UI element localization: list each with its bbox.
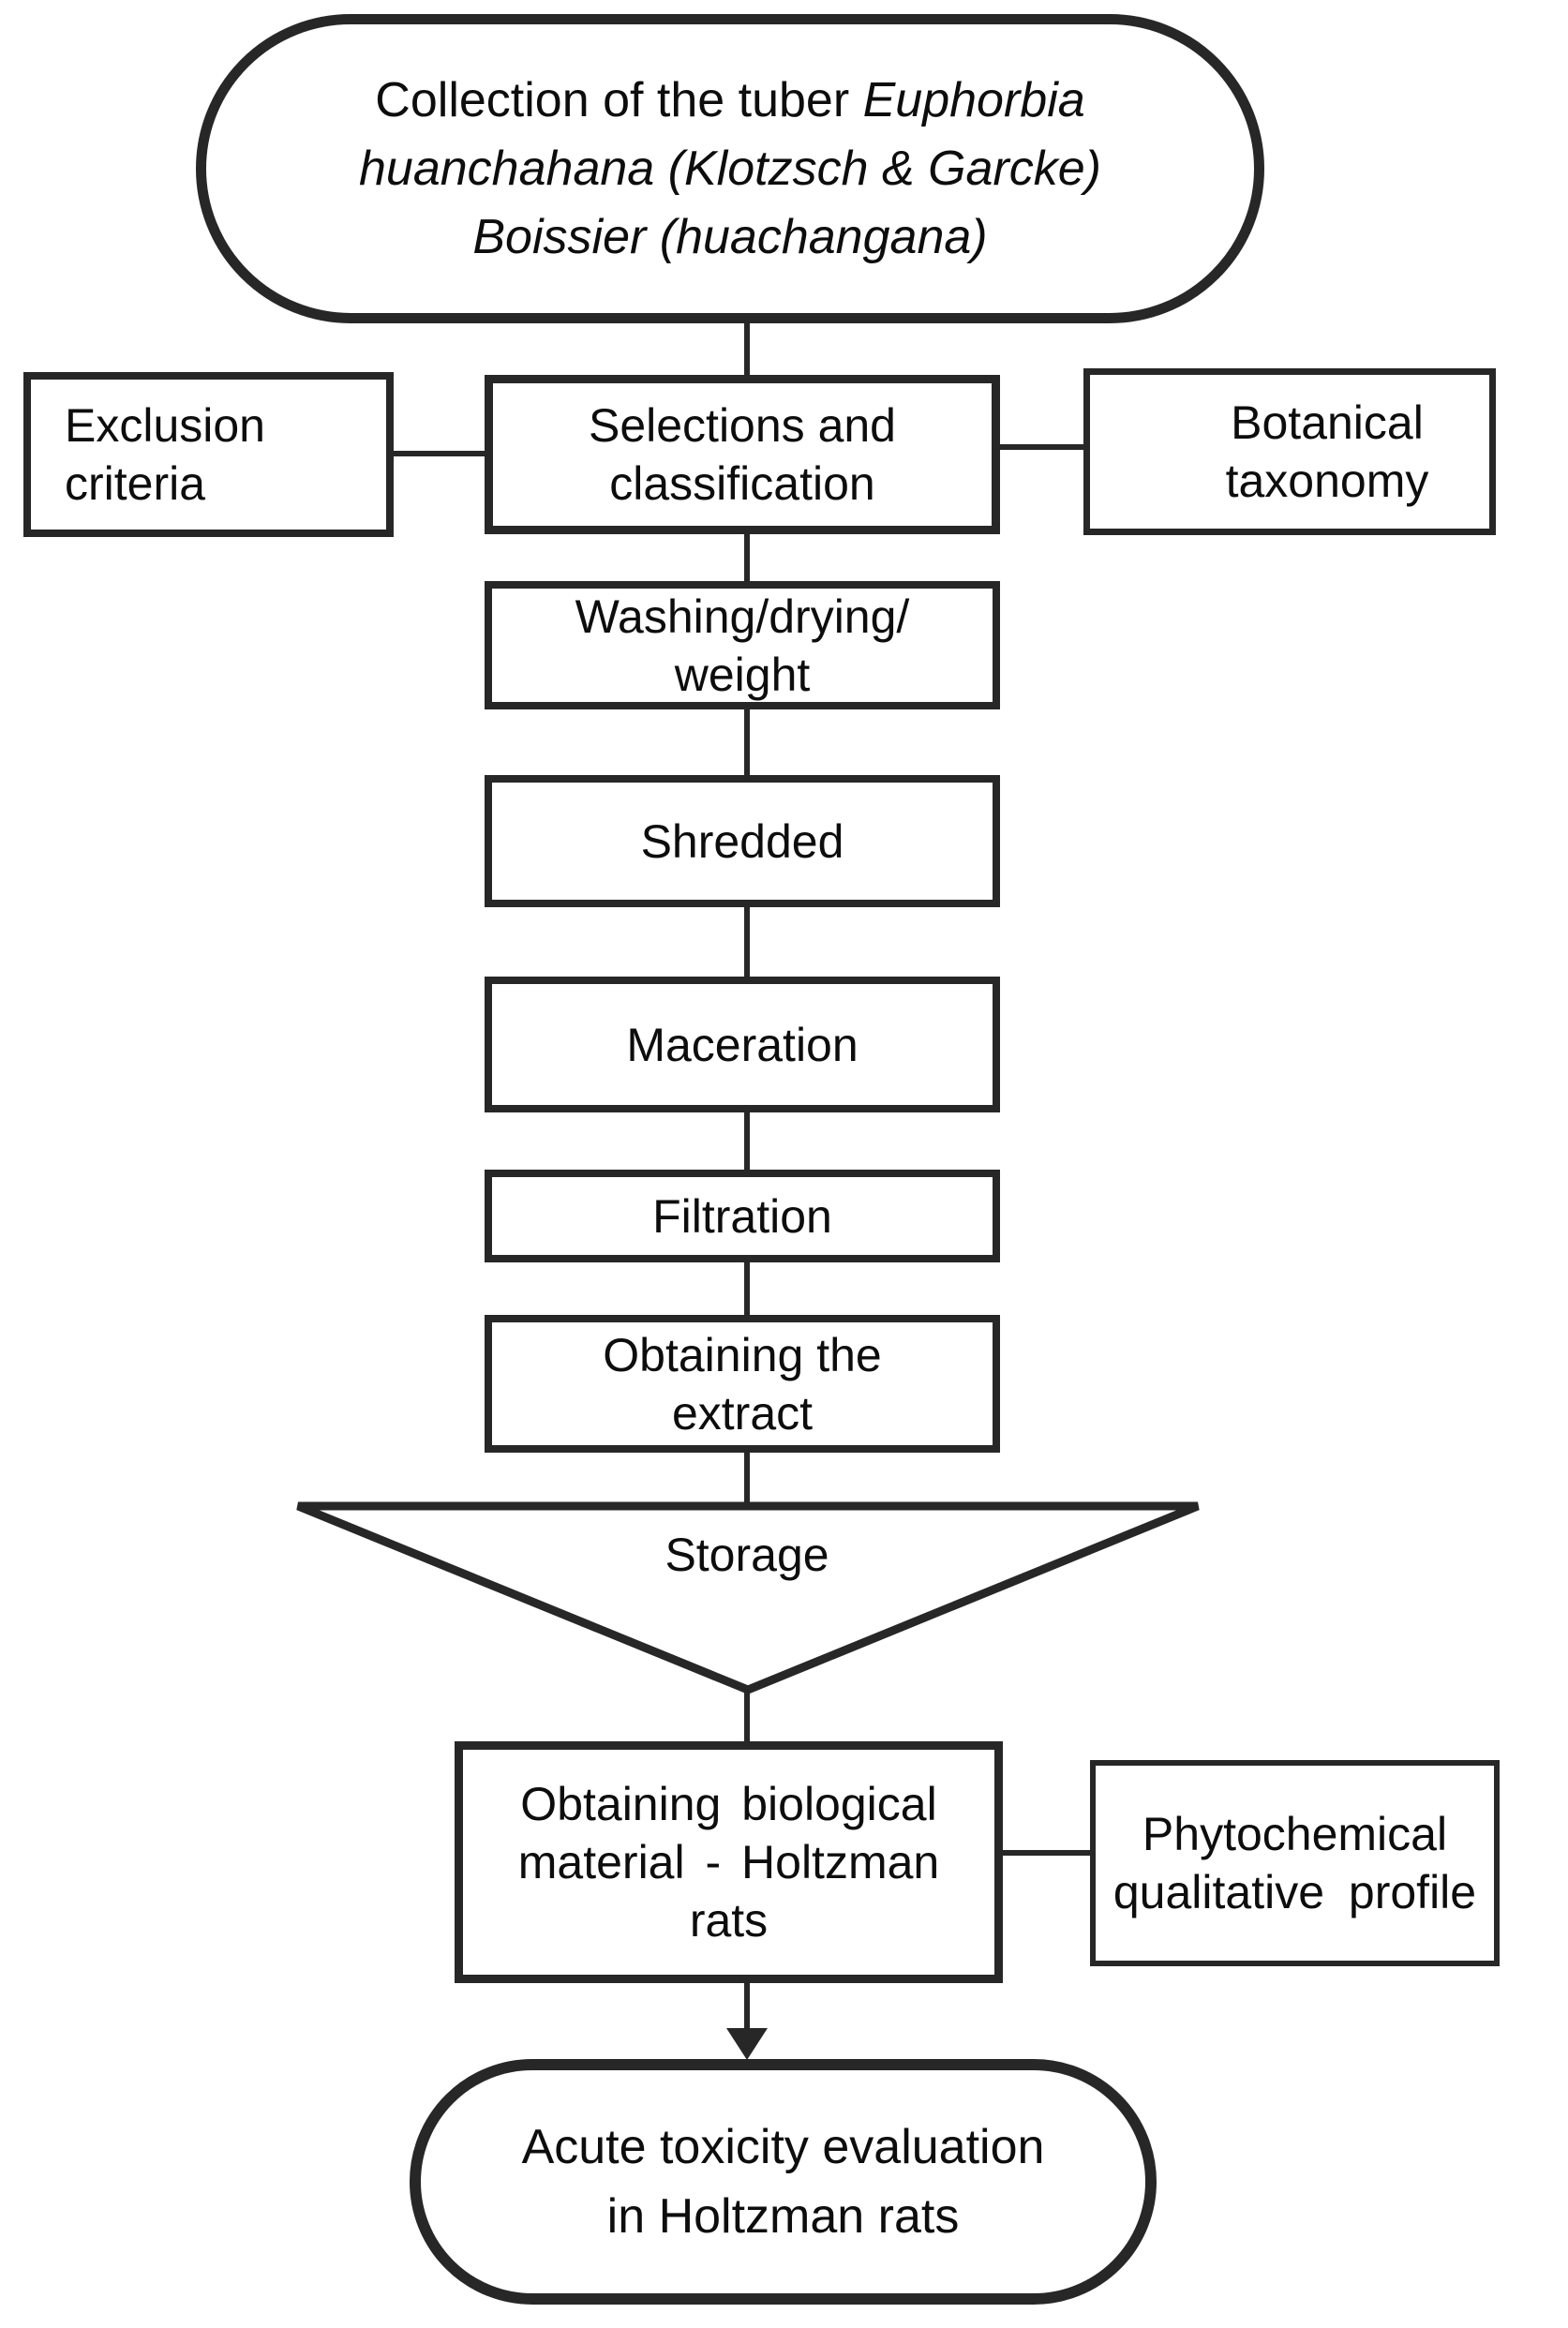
connector-maceration-filtration bbox=[744, 1112, 750, 1170]
connector-filtration-extract bbox=[744, 1262, 750, 1315]
node-text-line: rats bbox=[689, 1894, 769, 1947]
node-selections-classification: Selections and classification bbox=[485, 375, 1000, 534]
connector-selections-washing bbox=[744, 534, 750, 583]
node-text-line: classification bbox=[609, 457, 875, 510]
node-text-line: huanchahana (Klotzsch & Garcke) bbox=[359, 141, 1101, 196]
node-filtration: Filtration bbox=[485, 1170, 1000, 1262]
node-text-line: Selections and bbox=[588, 399, 896, 452]
connector-exclusion-selections bbox=[394, 451, 485, 456]
node-text-line: Collection of the tuber Euphorbia bbox=[375, 67, 1084, 135]
connector-extract-storage bbox=[744, 1453, 750, 1509]
node-washing-drying-weight: Washing/drying/ weight bbox=[485, 581, 1000, 709]
node-phytochemical-profile: Phytochemical qualitative profile bbox=[1090, 1760, 1500, 1966]
node-shredded: Shredded bbox=[485, 775, 1000, 907]
node-text-line: in Holtzman rats bbox=[606, 2189, 960, 2244]
node-acute-toxicity-evaluation: Acute toxicity evaluation in Holtzman ra… bbox=[410, 2059, 1157, 2305]
collection-line1-regular: Collection of the tuber bbox=[375, 72, 863, 127]
node-text-line: taxonomy bbox=[1225, 455, 1429, 507]
node-collection-tuber: Collection of the tuber Euphorbia huanch… bbox=[196, 14, 1264, 323]
connector-biological-phytochemical bbox=[1003, 1850, 1090, 1856]
down-arrow-head-icon bbox=[726, 2028, 768, 2060]
node-text-line: extract bbox=[671, 1386, 814, 1440]
node-text-line: Botanical bbox=[1231, 396, 1424, 449]
node-text-line: Obtaining biological bbox=[520, 1778, 937, 1830]
node-maceration: Maceration bbox=[485, 977, 1000, 1112]
node-storage-label: Storage bbox=[485, 1522, 1009, 1588]
node-text-line: material - Holtzman bbox=[517, 1836, 940, 1888]
node-text-line: Obtaining the bbox=[603, 1328, 882, 1381]
node-obtaining-extract: Obtaining the extract bbox=[485, 1315, 1000, 1453]
connector-storage-biological bbox=[744, 1687, 750, 1741]
node-text-line: Exclusion bbox=[65, 399, 265, 452]
node-text-line: weight bbox=[674, 648, 811, 701]
storage-funnel-shape bbox=[296, 1501, 1200, 1694]
node-exclusion-criteria: Exclusion criteria bbox=[23, 372, 394, 537]
connector-collection-selections bbox=[744, 323, 750, 377]
node-text-line: Filtration bbox=[652, 1189, 832, 1243]
node-text-line: Acute toxicity evaluation bbox=[521, 2120, 1045, 2174]
node-text-line: criteria bbox=[65, 457, 206, 510]
node-botanical-taxonomy: Botanical taxonomy bbox=[1083, 368, 1496, 535]
connector-selections-botanical bbox=[1000, 444, 1083, 450]
node-obtaining-biological-material: Obtaining biological material - Holtzman… bbox=[455, 1741, 1003, 1983]
collection-line1-italic: Euphorbia bbox=[862, 72, 1085, 127]
node-text-line: Shredded bbox=[640, 814, 844, 868]
connector-biological-acute bbox=[744, 1983, 750, 2032]
connector-shredded-maceration bbox=[744, 907, 750, 977]
node-text-line: Maceration bbox=[626, 1018, 859, 1071]
connector-washing-shredded bbox=[744, 709, 750, 775]
node-text-line: Washing/drying/ bbox=[575, 589, 910, 643]
node-text-line: qualitative profile bbox=[1113, 1866, 1477, 1918]
node-text-line: Boissier (huachangana) bbox=[472, 209, 988, 264]
node-text-line: Storage bbox=[665, 1529, 829, 1581]
node-text-line: Phytochemical bbox=[1142, 1808, 1448, 1860]
